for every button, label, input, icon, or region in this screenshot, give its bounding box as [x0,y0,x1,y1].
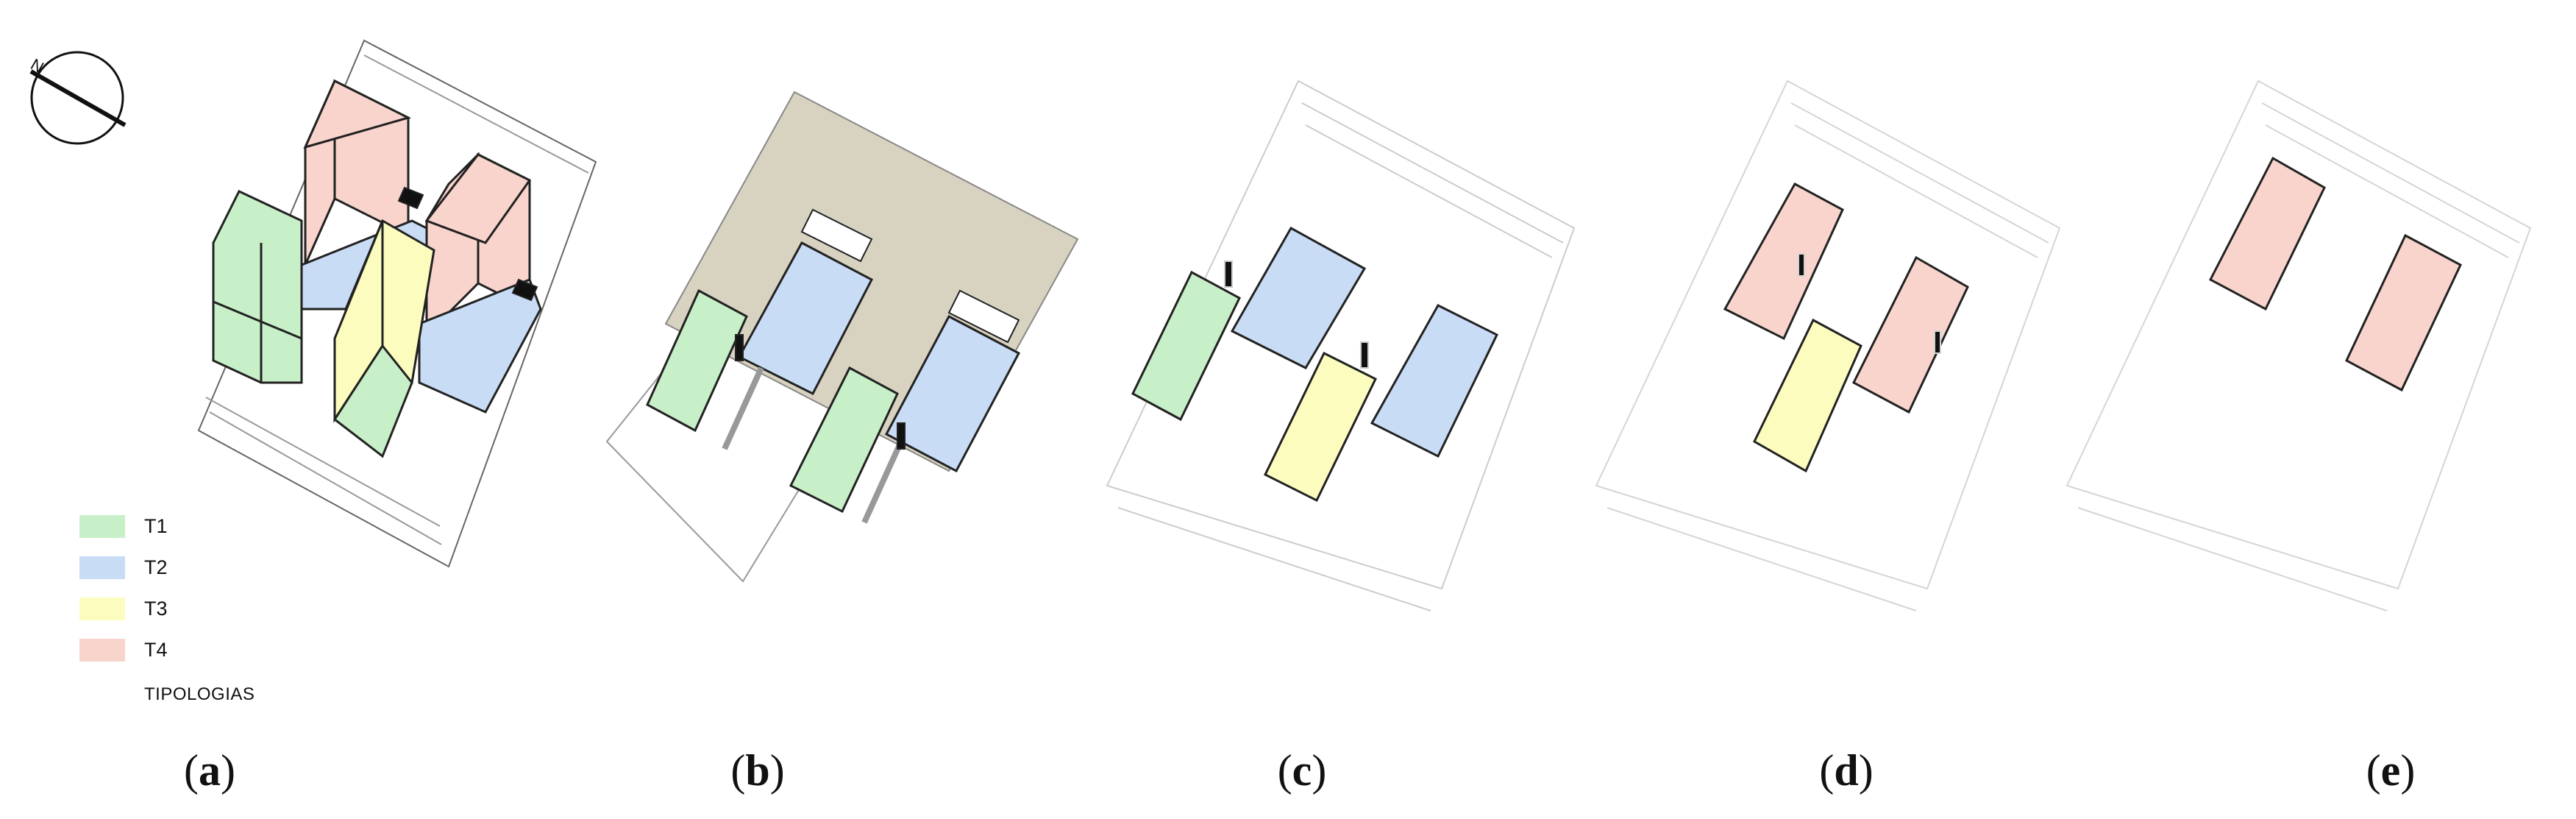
t2-unit-b2 [884,314,1021,473]
t4-unit-e2 [2345,233,2462,392]
panel-label-d: (d) [1819,746,1874,795]
t1-unit-c [1131,270,1241,422]
t2-unit-c1 [1230,226,1367,369]
legend-label-t2: T2 [144,556,168,578]
legend-swatch-t3 [79,598,125,620]
panel-label-b: (b) [730,746,785,795]
stair-mark [897,422,905,450]
panel-label-e: (e) [2366,746,2416,795]
legend: T1 T2 T3 T4 TIPOLOGIAS [79,515,330,706]
legend-label-t4: T4 [144,639,168,661]
stair-mark [1934,330,1941,354]
panel-label-a: (a) [184,746,235,795]
t3-unit-c [1264,351,1377,503]
panel-b-drawing [605,91,1079,583]
site-outline-d [1595,79,2061,590]
legend-label-t1: T1 [144,515,168,537]
panel-label-c: (c) [1277,746,1327,795]
legend-title: TIPOLOGIAS [144,684,255,704]
legend-label-t3: T3 [144,598,168,620]
stair-mark [397,186,424,210]
stair-mark [511,278,538,302]
t4-unit-d1 [1723,182,1844,341]
t4-unit-d2 [1852,255,1969,414]
block-t2-2 [418,278,542,414]
stair-mark [1798,253,1805,277]
panel-d-drawing [1595,79,2061,611]
panel-c-drawing [1106,79,1576,611]
t2-unit-b1 [737,241,874,396]
t1-unit-b1 [646,288,748,433]
panel-e-drawing [2066,79,2532,611]
site-outline-e [2066,79,2532,590]
t1-unit-b2 [789,366,899,514]
stair-mark [1224,260,1233,288]
t2-unit-c2 [1370,304,1498,458]
stair-mark [735,334,744,361]
north-arrow-icon: N [28,51,127,145]
legend-swatch-t2 [79,556,125,579]
stair-mark [1360,341,1369,369]
panel-a-drawing [197,39,597,568]
block-t3 [332,219,435,458]
block-t1 [212,190,303,384]
legend-swatch-t4 [79,639,125,662]
block-t4-1 [303,79,412,266]
legend-swatch-t1 [79,515,125,538]
block-t4-2 [424,152,532,338]
t3-unit-d [1753,318,1862,473]
t4-unit-e1 [2208,156,2326,311]
